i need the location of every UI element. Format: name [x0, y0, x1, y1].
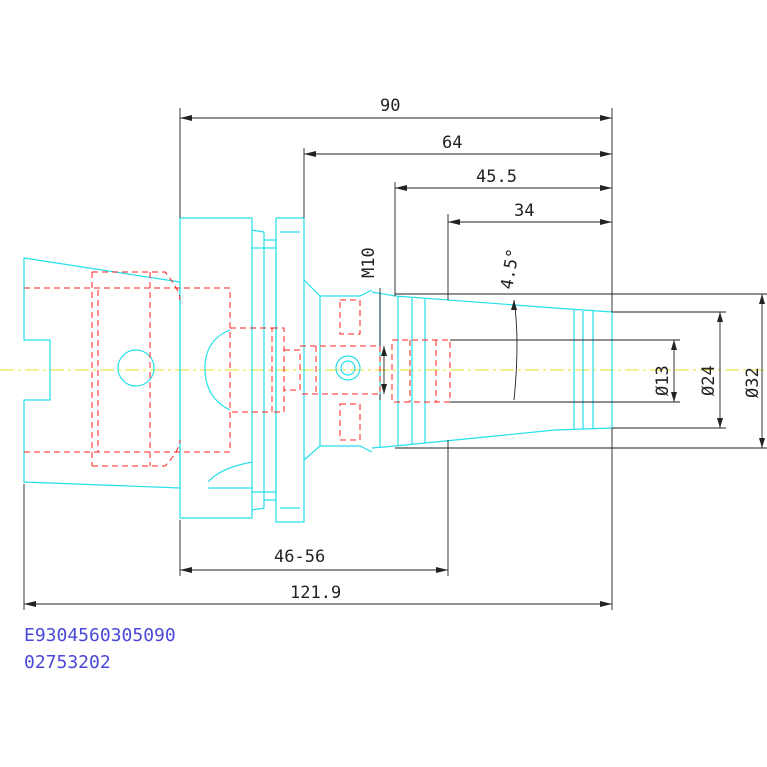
- dimension-lines: [23, 108, 767, 610]
- part-code-1: E9304560305090: [24, 625, 176, 646]
- part-codes: E9304560305090 02753202: [24, 622, 176, 676]
- dim-46-56: 46-56: [274, 547, 325, 567]
- dim-64: 64: [442, 133, 462, 153]
- dim-dia24: Ø24: [699, 365, 719, 396]
- dim-90: 90: [380, 96, 400, 116]
- dim-34: 34: [514, 201, 534, 221]
- dim-dia13: Ø13: [653, 365, 673, 396]
- dim-121-9: 121.9: [290, 583, 341, 603]
- dim-angle: 4.5°: [497, 247, 524, 291]
- hidden-lines: [24, 271, 510, 467]
- dim-dia32: Ø32: [743, 367, 763, 398]
- part-code-2: 02753202: [24, 652, 111, 673]
- tool-outline: [23, 217, 613, 523]
- dim-thread-m10: M10: [359, 247, 379, 278]
- dim-45-5: 45.5: [476, 167, 517, 187]
